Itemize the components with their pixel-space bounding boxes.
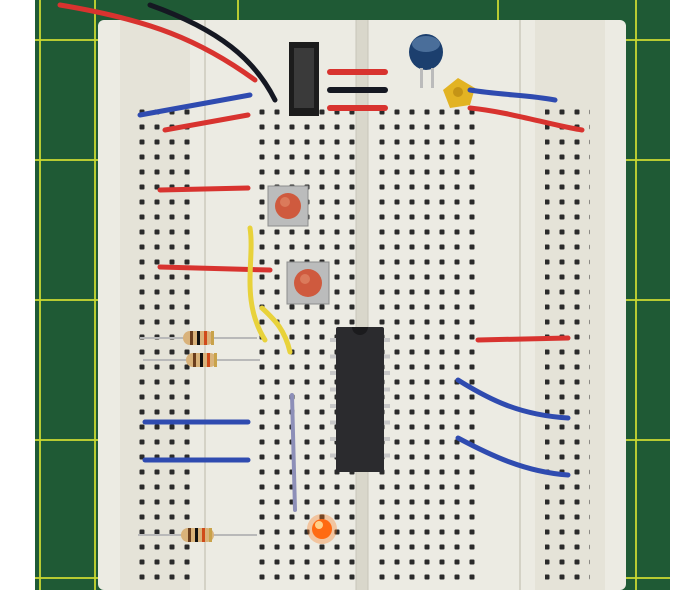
led — [307, 514, 337, 544]
voltage-regulator — [289, 42, 319, 116]
trimmer-potentiometer — [443, 78, 475, 108]
electrolytic-capacitor — [409, 34, 443, 88]
push-button-1 — [267, 185, 309, 227]
push-button-2 — [286, 261, 330, 305]
jumper-wires — [57, 2, 585, 512]
resistors — [138, 331, 260, 542]
ic-chip — [330, 327, 390, 472]
breadboard-holes — [130, 100, 590, 580]
